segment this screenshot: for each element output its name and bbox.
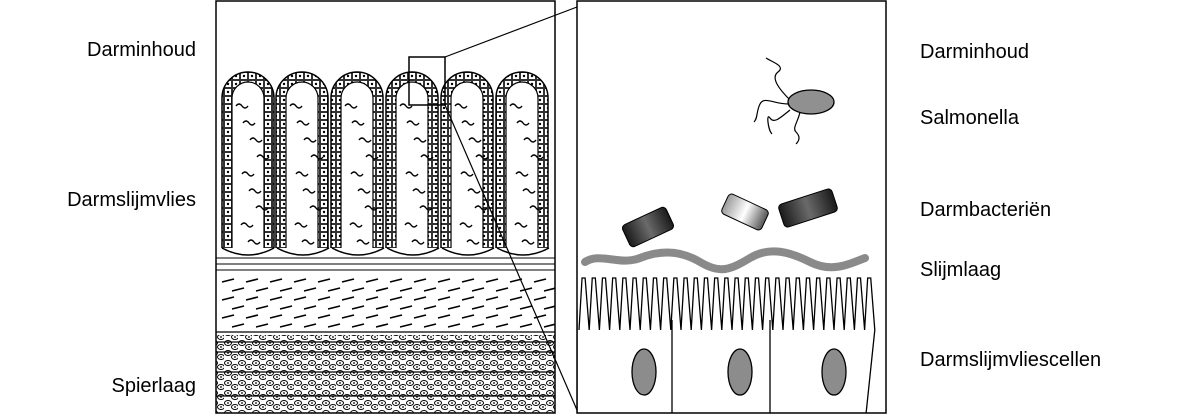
nucleus-2 (728, 349, 752, 395)
nucleus-1 (632, 349, 656, 395)
villi (222, 72, 549, 255)
gut-bacterium-1 (621, 206, 675, 248)
gut-bacterium-2 (720, 193, 769, 232)
magnified-view (577, 58, 875, 414)
connective-tissue (216, 258, 556, 336)
mucus-layer (585, 251, 865, 269)
zoom-line-top (445, 7, 577, 57)
muscle-layer (216, 335, 555, 413)
nucleus-3 (822, 349, 846, 395)
salmonella-bacterium (754, 58, 834, 144)
gut-bacterium-3 (778, 188, 839, 228)
